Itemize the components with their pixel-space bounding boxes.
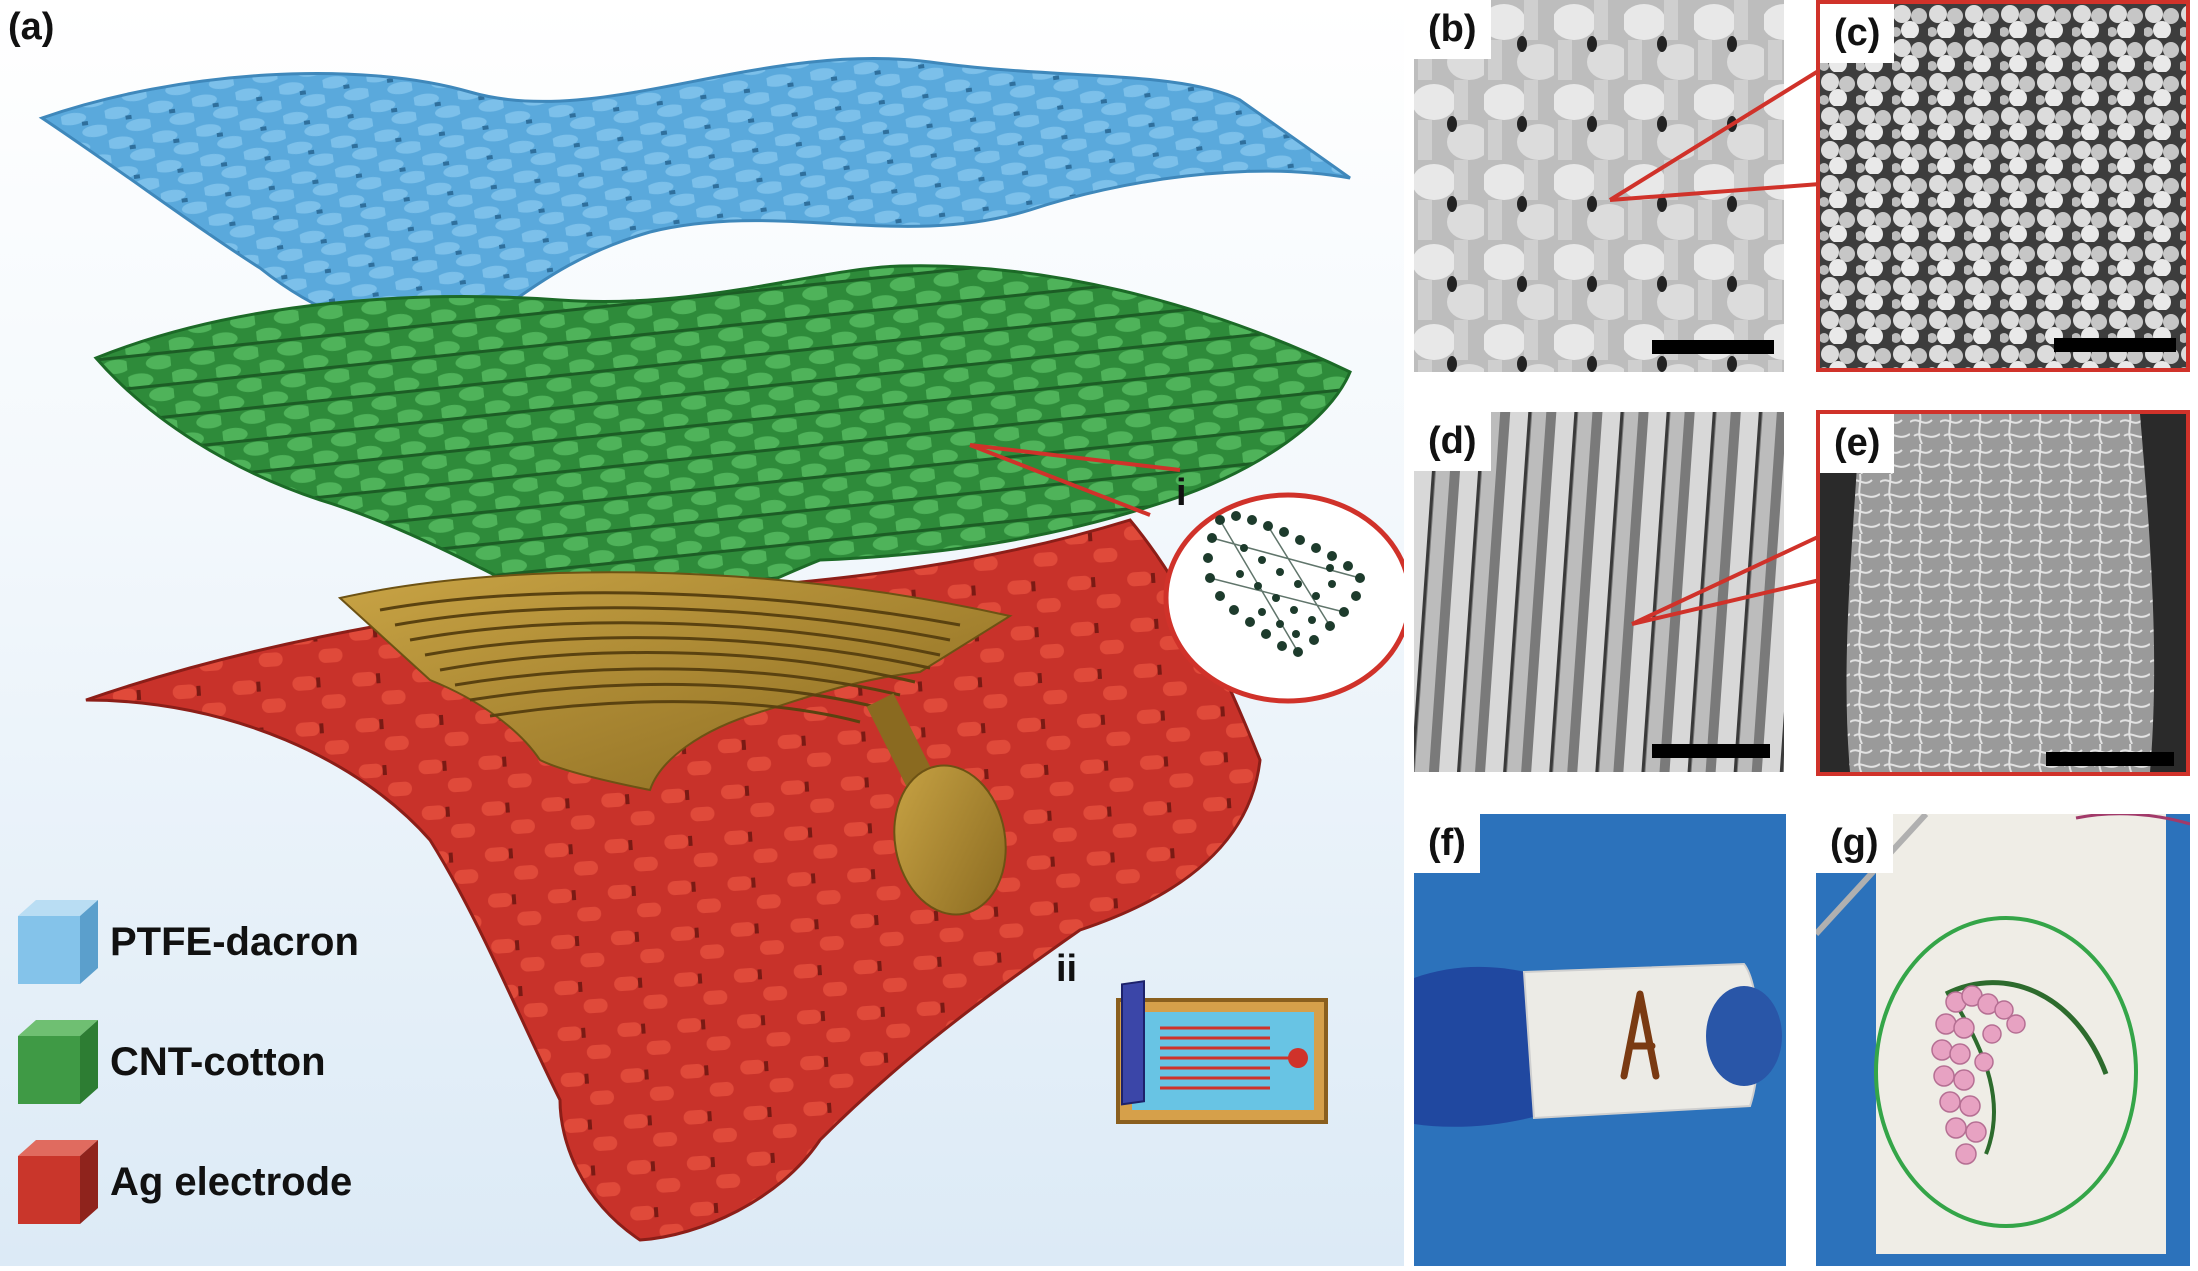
legend-label-ag: Ag electrode <box>110 1159 353 1204</box>
panel-label-b: (b) <box>1414 0 1491 59</box>
scale-bar <box>2054 338 2176 352</box>
device-schematic-icon <box>1116 980 1328 1124</box>
sensor-on-finger-photo <box>1414 814 1786 1266</box>
annotation-ii: ii <box>1056 948 1078 990</box>
cnt-zoom-callout <box>1163 492 1413 704</box>
panel-label-f: (f) <box>1414 814 1480 873</box>
scale-bar <box>1652 340 1774 354</box>
panel-b-sem-image: (b) <box>1414 0 1784 372</box>
panel-label-c: (c) <box>1820 4 1895 63</box>
panel-e-sem-image: (e) <box>1816 410 2190 776</box>
panel-label-d: (d) <box>1414 412 1491 471</box>
panel-d-sem-image: (d) <box>1414 412 1784 772</box>
legend-label-ptfe: PTFE-dacron <box>110 919 359 964</box>
ptfe-dacron-layer <box>38 57 1351 336</box>
blue-cube-icon <box>18 900 98 984</box>
layered-fabric-illustration <box>38 57 1413 1242</box>
scale-bar <box>1652 744 1770 758</box>
panel-label-g: (g) <box>1816 814 1893 873</box>
legend-item-ag: Ag electrode <box>14 1136 352 1228</box>
legend-item-cnt: CNT-cotton <box>14 1016 326 1108</box>
annotation-i: i <box>1176 472 1187 514</box>
panel-label-e: (e) <box>1820 414 1895 473</box>
green-cube-icon <box>18 1020 98 1104</box>
legend-label-cnt: CNT-cotton <box>110 1039 326 1084</box>
red-cube-icon <box>18 1140 98 1224</box>
carbon-nanotube-icon <box>1203 511 1365 657</box>
zoom-lines-b-c <box>1608 68 1822 202</box>
zoom-lines-d-e <box>1631 534 1821 626</box>
panel-f-photo: A (f) <box>1414 814 1786 1266</box>
scale-bar <box>2046 752 2174 766</box>
panel-a: (a) i ii PTFE-dacron CNT-cotton Ag elect… <box>0 0 1413 1266</box>
embroidered-cloth-photo <box>1816 814 2190 1266</box>
panel-c-sem-image: (c) <box>1816 0 2190 372</box>
interdigitated-electrode <box>337 571 1013 916</box>
cnt-cotton-layer <box>93 264 1352 642</box>
panel-g-photo: (g) <box>1816 814 2190 1266</box>
panel-label-a: (a) <box>8 6 55 48</box>
legend-item-ptfe: PTFE-dacron <box>14 896 359 988</box>
